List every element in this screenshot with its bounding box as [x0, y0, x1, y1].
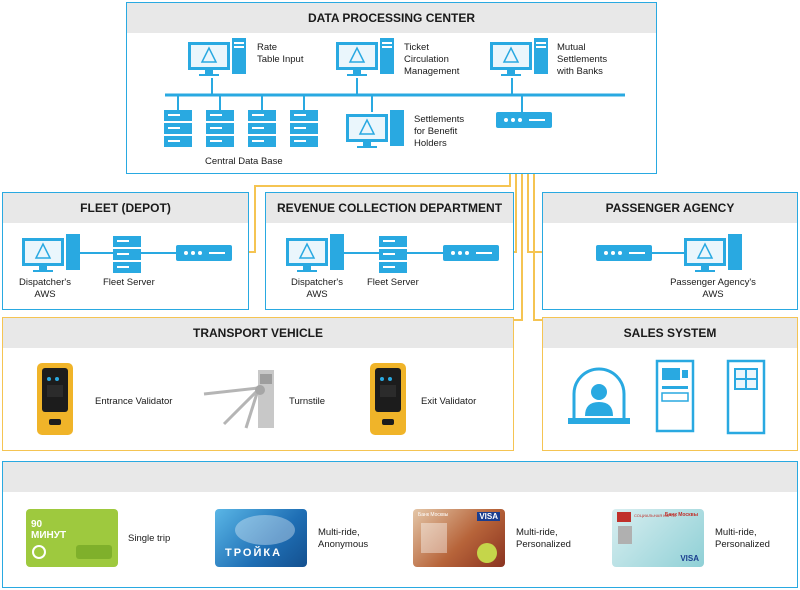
server-icon: [164, 110, 318, 147]
clock-icon: [32, 545, 46, 559]
exit-validator-label: Exit Validator: [421, 396, 477, 407]
revenue-server-label: Fleet Server: [367, 277, 419, 288]
turnstile-icon: [203, 370, 274, 429]
multi-ride-anonymous-label: Multi-ride, Anonymous: [318, 527, 369, 550]
bank-card-personalized: Банк Москвы VISA: [413, 509, 505, 567]
card4-photo: [618, 526, 632, 544]
horse-shape: [235, 515, 295, 545]
multi-ride-personalized-label-2: Multi-ride, Personalized: [715, 527, 770, 550]
card3-bank: Банк Москвы: [418, 512, 449, 518]
cashier-icon: [568, 367, 630, 424]
revenue-title: REVENUE COLLECTION DEPARTMENT: [266, 193, 513, 223]
switch-icon: [596, 245, 652, 261]
agency-aws-label: Passenger Agency's AWS: [670, 277, 756, 300]
data-processing-center: DATA PROCESSING CENTER: [126, 2, 657, 174]
troika-card: ТРОЙКА: [215, 509, 307, 567]
turnstile-label: Turnstile: [289, 396, 326, 407]
ticket-machine-icon: [655, 359, 695, 433]
payment-terminal-icon: [726, 359, 766, 435]
card4-emblem: [617, 512, 631, 522]
sales-title: SALES SYSTEM: [543, 318, 797, 348]
ticket-media-header: [3, 462, 797, 492]
computer-icon: [286, 234, 344, 272]
card1-number: 90: [31, 519, 43, 530]
revenue-aws-label: Dispatcher's AWS: [291, 277, 343, 300]
computer-icon: [188, 38, 246, 76]
card4-brand: VISA: [680, 554, 699, 563]
ticket-media: [2, 461, 798, 588]
validator-icon: [370, 363, 406, 435]
agency-title: PASSENGER AGENCY: [543, 193, 797, 223]
computer-icon: [22, 234, 80, 272]
switch-icon: [443, 245, 499, 261]
switch-icon: [496, 112, 552, 128]
entrance-validator-label: Entrance Validator: [95, 396, 173, 407]
dpc-title: DATA PROCESSING CENTER: [127, 3, 656, 33]
card3-brand: VISA: [477, 512, 500, 521]
fleet-server-label: Fleet Server: [103, 277, 155, 288]
passenger-agency: PASSENGER AGENCY: [542, 192, 798, 310]
card4-sub: СОЦИАЛЬНАЯ КАРТА: [634, 513, 676, 518]
validator-icon: [37, 363, 73, 435]
benefit-holders-label: Settlements for Benefit Holders: [414, 114, 465, 149]
card3-photo: [421, 523, 447, 553]
ticket-circulation-label: Ticket Circulation Management: [404, 42, 460, 77]
switch-icon: [176, 245, 232, 261]
fleet-title: FLEET (DEPOT): [3, 193, 248, 223]
social-card: Банк Москвы СОЦИАЛЬНАЯ КАРТА VISA: [612, 509, 704, 567]
computer-icon: [336, 38, 394, 76]
single-trip-card: 90 МИНУТ: [26, 509, 118, 567]
card2-word: ТРОЙКА: [225, 547, 283, 559]
single-trip-label: Single trip: [128, 533, 171, 544]
card4-bank: Банк Москвы: [664, 512, 698, 518]
central-db-label: Central Data Base: [205, 156, 283, 167]
card1-badges: [76, 545, 112, 559]
computer-icon: [346, 110, 404, 148]
card3-emblem: [477, 543, 497, 563]
fleet-aws-label: Dispatcher's AWS: [19, 277, 71, 300]
vehicle-title: TRANSPORT VEHICLE: [3, 318, 513, 348]
mutual-settlements-label: Mutual Settlements with Banks: [557, 42, 608, 77]
rate-table-label: Rate Table Input: [257, 42, 304, 65]
server-icon: [113, 236, 141, 273]
computer-icon: [684, 234, 742, 272]
server-icon: [379, 236, 407, 273]
computer-icon: [490, 38, 548, 76]
card1-word: МИНУТ: [31, 530, 67, 541]
multi-ride-personalized-label-1: Multi-ride, Personalized: [516, 527, 571, 550]
